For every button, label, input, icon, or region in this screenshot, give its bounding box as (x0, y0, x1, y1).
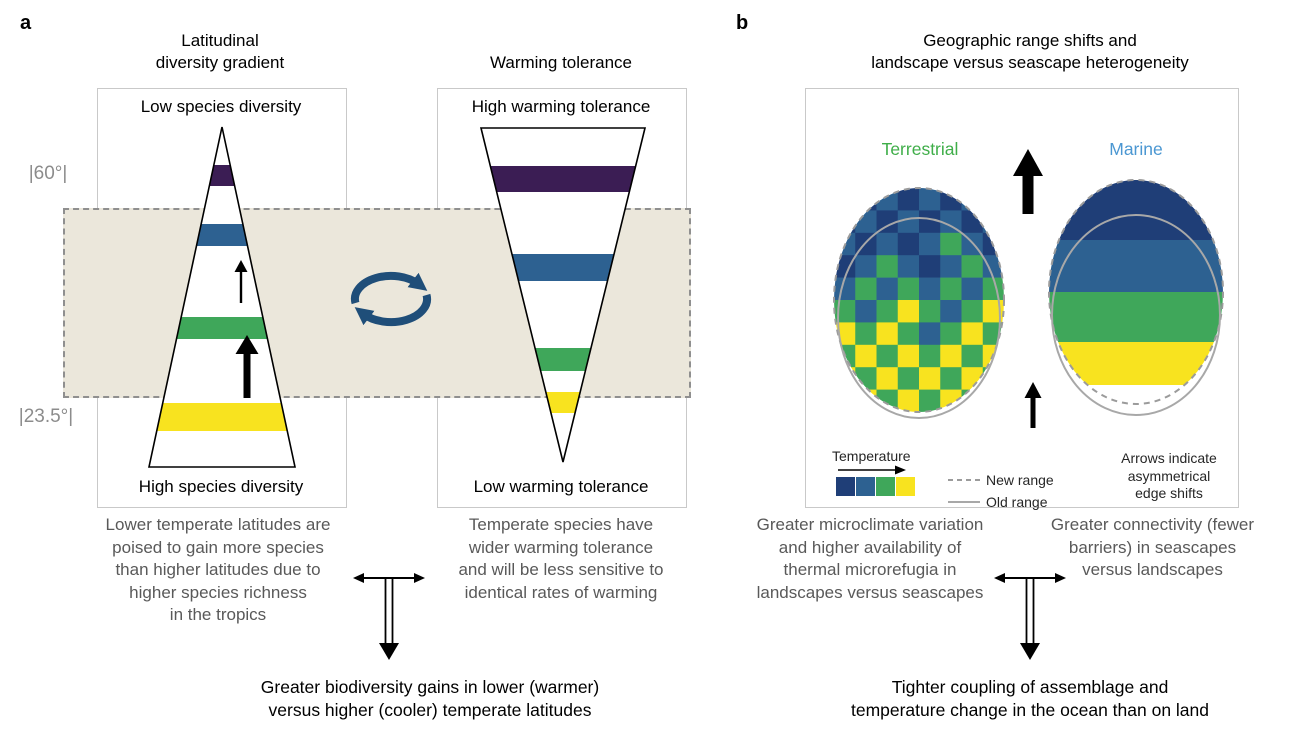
diversity-gradient-title: Latitudinal diversity gradient (155, 31, 285, 73)
pyramid-bottom-label: High species diversity (138, 477, 304, 496)
arrows-note: Arrows indicate asymmetrical edge shifts (1121, 450, 1217, 501)
panel-b-conclusion: Tighter coupling of assemblage and tempe… (850, 677, 1210, 721)
marine-label: Marine (1109, 139, 1163, 159)
funnel-top-label: High warming tolerance (471, 97, 651, 116)
latitude-23-label: |23.5°| (18, 406, 74, 427)
new-range-label: New range (986, 472, 1054, 488)
temperature-legend-label: Temperature (832, 448, 911, 464)
pyramid-top-label: Low species diversity (140, 97, 302, 116)
range-shift-title: Geographic range shifts and landscape ve… (871, 31, 1189, 73)
latitude-60-label: |60°| (28, 163, 68, 184)
funnel-bottom-label: Low warming tolerance (473, 477, 649, 496)
diversity-caption: Lower temperate latitudes are poised to … (105, 515, 331, 625)
seascape-caption: Greater connectivity (fewer barriers) in… (1050, 515, 1255, 580)
merge-arrow-a (353, 573, 425, 660)
landscape-caption: Greater microclimate variation and highe… (756, 515, 984, 602)
temperate-zone-band (63, 208, 691, 398)
panel-b-letter: b (736, 12, 749, 34)
old-range-label: Old range (986, 494, 1048, 510)
panel-a-letter: a (20, 12, 32, 34)
warming-tolerance-title: Warming tolerance (489, 53, 633, 72)
terrestrial-label: Terrestrial (881, 139, 959, 159)
tolerance-caption: Temperate species have wider warming tol… (458, 515, 664, 602)
panel-a-conclusion: Greater biodiversity gains in lower (war… (260, 677, 600, 721)
